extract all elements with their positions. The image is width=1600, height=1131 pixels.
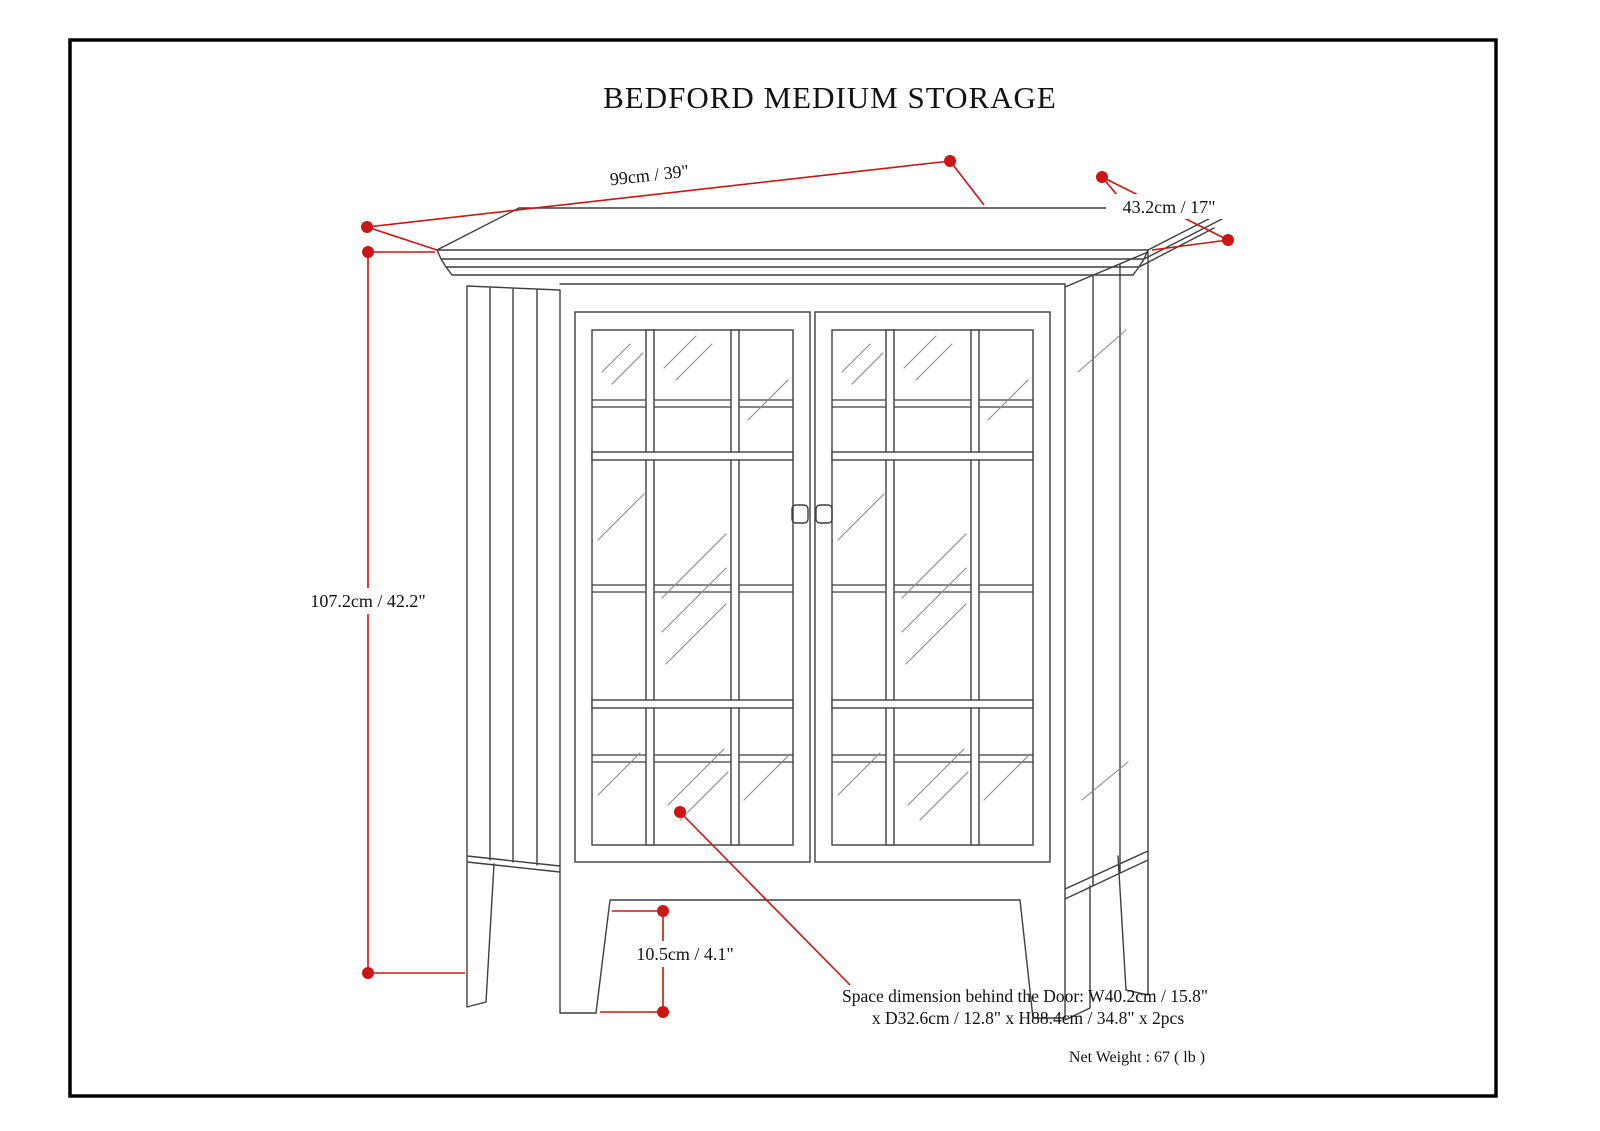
glass-hatching (597, 329, 1129, 821)
right-door-knob (815, 504, 833, 524)
left-door-mullion-v2 (730, 329, 740, 846)
right-door (814, 311, 1051, 863)
dimension-labels: 99cm / 39" 43.2cm / 17" 107.2cm / 42.2" … (298, 161, 1232, 967)
interior-space-leader (674, 806, 851, 986)
height-dimension-label: 107.2cm / 42.2" (310, 591, 425, 611)
left-door-mullion-h1 (591, 451, 794, 461)
height-label-mask (298, 588, 438, 614)
leg-height-dimension-dot-top (657, 905, 669, 917)
width-dimension-dot-right (944, 155, 956, 167)
right-door-mullion-h1 (831, 451, 1034, 461)
notes: Space dimension behind the Door: W40.2cm… (842, 986, 1208, 1066)
right-door-mullion-v1 (885, 329, 895, 846)
left-side-panel (466, 285, 561, 1014)
interior-space-leader-dot (674, 806, 686, 818)
interior-space-note-line2: x D32.6cm / 12.8" x H88.4cm / 34.8" x 2p… (872, 1008, 1184, 1028)
net-weight-note: Net Weight : 67 ( lb ) (1069, 1049, 1205, 1066)
right-door-mullion-v2 (970, 329, 980, 846)
right-door-mullion-h2 (831, 699, 1034, 709)
leg-height-label-mask (612, 941, 758, 967)
right-side-panel (1064, 249, 1149, 996)
right-door-glass (831, 329, 1034, 846)
depth-dimension-label: 43.2cm / 17" (1123, 197, 1216, 217)
left-door-mullion-v1 (645, 329, 655, 846)
height-dimension-dot-top (362, 246, 374, 258)
page-border (68, 38, 1498, 1098)
interior-space-leader-line (679, 811, 851, 986)
diagram-title: BEDFORD MEDIUM STORAGE (603, 80, 1057, 115)
interior-space-note-line1: Space dimension behind the Door: W40.2cm… (842, 986, 1208, 1006)
left-door-knob (791, 504, 809, 524)
leg-height-dimension-dot-bottom (657, 1006, 669, 1018)
leg-height-dimension-label: 10.5cm / 4.1" (636, 944, 733, 964)
width-dimension-label: 99cm / 39" (609, 161, 690, 190)
depth-dimension-dot-left (1096, 171, 1108, 183)
width-dimension-line (366, 160, 985, 251)
cabinet-drawing (436, 207, 1231, 1021)
left-door-frame (574, 311, 811, 863)
interior-shelves (591, 399, 1034, 763)
width-dimension-dot-left (361, 221, 373, 233)
left-door-glass (591, 329, 794, 846)
right-door-frame (814, 311, 1051, 863)
left-door-mullion-h2 (591, 699, 794, 709)
leg-height-dimension (600, 905, 669, 1018)
depth-label-mask (1106, 194, 1232, 219)
cabinet-front-frame (559, 283, 1091, 1021)
depth-dimension-dot-right (1222, 234, 1234, 246)
height-dimension-dot-bottom (362, 967, 374, 979)
width-dimension (361, 155, 985, 251)
left-door (574, 311, 811, 863)
